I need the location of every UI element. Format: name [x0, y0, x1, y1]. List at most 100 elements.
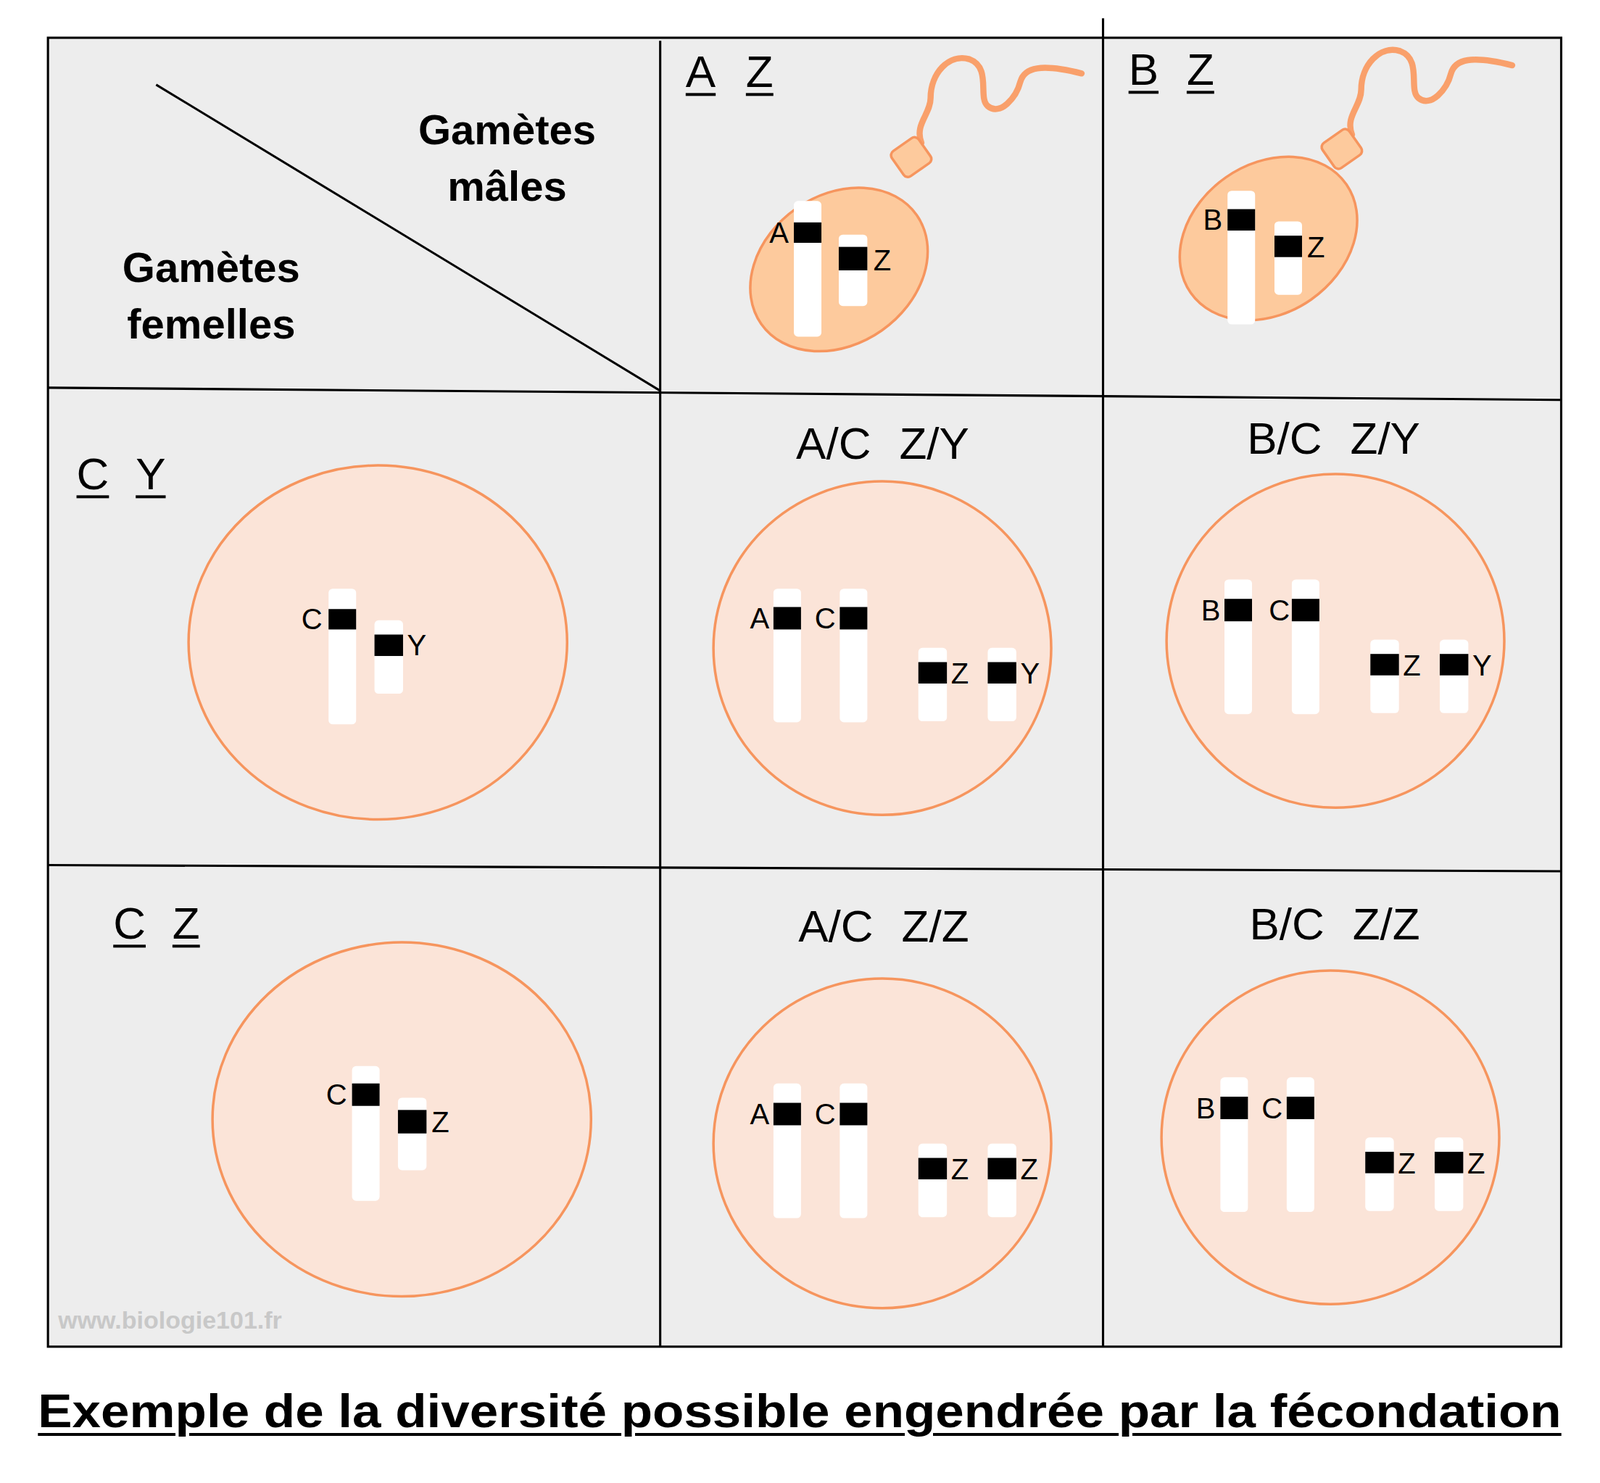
allele-label: Z [172, 897, 201, 949]
genotype-label: A/C Z/Y [796, 418, 970, 470]
chromosome [352, 1066, 380, 1202]
gene-band [793, 222, 822, 243]
sperm-neck [1319, 126, 1364, 171]
axis-heading: Gamètes mâles [387, 101, 628, 215]
zygote-membrane [1161, 970, 1500, 1305]
cell-outline [748, 184, 931, 355]
gene-band [398, 1109, 427, 1134]
chromosome [1220, 1077, 1248, 1213]
gene-band [838, 247, 868, 271]
gene-band [1291, 598, 1320, 622]
chromosome [838, 234, 868, 307]
gene-band [1434, 1151, 1463, 1174]
chromosome [839, 588, 868, 723]
table-cell: A/C Z/YACZY [660, 390, 1104, 868]
chromosome-label: A [750, 601, 770, 636]
chromosome-label: A [769, 216, 789, 250]
gene-band [987, 1158, 1016, 1181]
gene-band [374, 634, 404, 657]
figure-title: Exemple de la diversité possible engendr… [37, 1384, 1561, 1439]
chromosome [1274, 221, 1303, 295]
sperm-tail [1319, 50, 1513, 172]
chromosome [328, 588, 356, 725]
chromosome-label: Z [951, 1152, 969, 1187]
sperm-head [1147, 123, 1389, 354]
tail-path [1349, 50, 1512, 135]
sperm-cell: AZ [748, 184, 931, 355]
genotype-label: B/C Z/Y [1246, 413, 1421, 465]
table-cell: CYCY [47, 390, 661, 868]
cell-outline [1159, 969, 1501, 1306]
grid-line [1101, 18, 1105, 1347]
tail-path [919, 57, 1081, 143]
allele-label: B [1128, 43, 1159, 95]
gene-band [1274, 235, 1303, 258]
zygote-cell: ACZY [711, 479, 1053, 817]
cell-outline [711, 479, 1053, 817]
chromosome-label: Z [1402, 648, 1421, 683]
table-cell: BZBZ [1103, 37, 1562, 391]
chromosome [398, 1097, 427, 1171]
chromosome [1370, 640, 1399, 714]
table-cell: A/C Z/ZACZZ [660, 867, 1104, 1347]
egg-cell: CZ [210, 941, 593, 1299]
gene-band [1370, 653, 1399, 676]
chromosome-label: Y [1472, 648, 1492, 683]
chromosome [1434, 1137, 1463, 1211]
table-cell: AZAZ [660, 37, 1104, 391]
table-cell: Gamètes mâlesGamètes femelles [47, 37, 661, 391]
chromosome-label: B [1202, 202, 1223, 237]
gene-band [839, 606, 868, 630]
chromosome [374, 620, 404, 694]
chromosome-label: Z [873, 243, 891, 277]
table-frame [47, 37, 1561, 1347]
gene-band [1439, 653, 1469, 676]
grid-line [658, 40, 662, 1347]
zygote-cell: ACZZ [711, 977, 1053, 1311]
table-grid [47, 18, 1561, 1347]
sperm-neck [888, 135, 934, 180]
allele-label: C [113, 897, 146, 949]
chromosome-label: C [1261, 1091, 1283, 1126]
allele-label: Z [745, 45, 774, 98]
chromosome-label: C [814, 601, 836, 636]
chromosome-label: B [1201, 593, 1221, 628]
table-fill [47, 37, 1561, 1347]
chromosome-label: Y [1020, 656, 1040, 691]
zygote-membrane [714, 978, 1052, 1309]
cell-outline [1165, 472, 1506, 810]
chromosome [987, 1143, 1016, 1218]
chromosome [1286, 1077, 1315, 1213]
sperm-head [718, 153, 960, 385]
chromosome [1439, 640, 1469, 714]
table-cell: CZCZ [47, 867, 661, 1347]
allele-label: A [685, 45, 716, 98]
chromosome [1227, 190, 1255, 325]
zygote-membrane [1166, 474, 1505, 808]
gene-band [1224, 598, 1253, 622]
chromosome-label: Z [1467, 1146, 1485, 1181]
chromosome-label: Z [1397, 1146, 1416, 1181]
chromosomes [328, 190, 1469, 1218]
chromosome-label: C [1268, 593, 1290, 628]
chromosome [987, 648, 1016, 722]
zygote-cell: B C Z Y [1165, 472, 1506, 810]
chromosome-label: Z [1020, 1152, 1038, 1187]
egg-cell: CY [187, 463, 569, 822]
egg-membrane [188, 466, 567, 820]
egg-membrane [212, 942, 591, 1297]
allele-label: C [76, 448, 110, 501]
watermark: www.biologie101.fr [57, 1306, 283, 1335]
chromosome [1291, 579, 1320, 715]
cell-outline [187, 463, 569, 822]
chromosome-label: C [326, 1078, 348, 1112]
chromosome [839, 1083, 868, 1219]
chromosome [918, 648, 947, 722]
chromosome-label: Y [407, 628, 428, 662]
allele-label: Z [1186, 43, 1215, 95]
gene-band [839, 1103, 868, 1126]
gene-band [918, 661, 947, 684]
allele-label: Y [135, 448, 166, 501]
chromosome-label: C [814, 1097, 836, 1131]
